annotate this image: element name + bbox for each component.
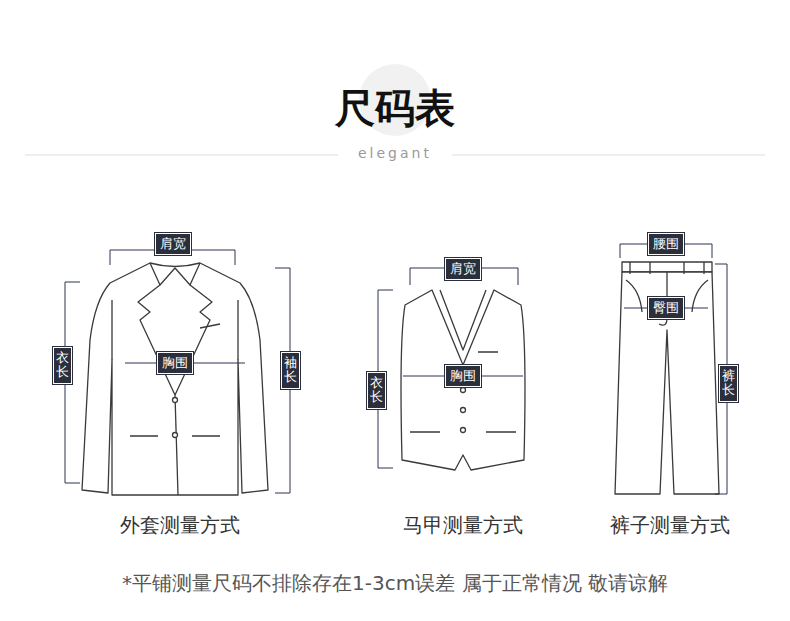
dimension-tag: 胸围 xyxy=(157,352,193,374)
dimension-tag: 裤长 xyxy=(719,365,738,402)
figure-caption: 马甲测量方式 xyxy=(403,512,523,539)
tag-text: 肩宽 xyxy=(160,236,186,251)
dimension-tag: 臀围 xyxy=(648,297,684,319)
figure-caption: 外套测量方式 xyxy=(120,512,240,539)
vest-drawing xyxy=(401,290,525,470)
footnote: *平铺测量尺码不排除存在1-3cm误差 属于正常情况 敬请谅解 xyxy=(122,570,668,597)
tag-text: 肩宽 xyxy=(450,261,476,276)
jacket-drawing xyxy=(82,263,268,495)
page-title: 尺码表 xyxy=(335,81,455,136)
tag-text: 衣长 xyxy=(370,376,383,405)
tag-text: 臀围 xyxy=(653,300,679,315)
dimension-tag: 腰围 xyxy=(648,233,684,255)
dimension-tag: 袖长 xyxy=(281,352,300,389)
dimension-tag: 胸围 xyxy=(445,365,481,387)
figure-caption: 裤子测量方式 xyxy=(610,512,730,539)
dimension-tag: 衣长 xyxy=(53,347,72,384)
tag-text: 胸围 xyxy=(162,355,188,370)
tag-text: 胸围 xyxy=(450,368,476,383)
rule-line xyxy=(25,155,338,156)
tag-text: 袖长 xyxy=(284,356,297,385)
brand-word: elegant xyxy=(354,145,436,161)
dimension-lines xyxy=(65,244,727,494)
dimension-tag: 肩宽 xyxy=(445,258,481,280)
dimension-tag: 衣长 xyxy=(367,372,386,409)
tag-text: 腰围 xyxy=(653,236,679,251)
dimension-tag: 肩宽 xyxy=(155,233,191,255)
tag-text: 衣长 xyxy=(56,351,69,380)
rule-line xyxy=(452,155,765,156)
pants-drawing xyxy=(615,262,719,494)
tag-text: 裤长 xyxy=(722,369,735,398)
